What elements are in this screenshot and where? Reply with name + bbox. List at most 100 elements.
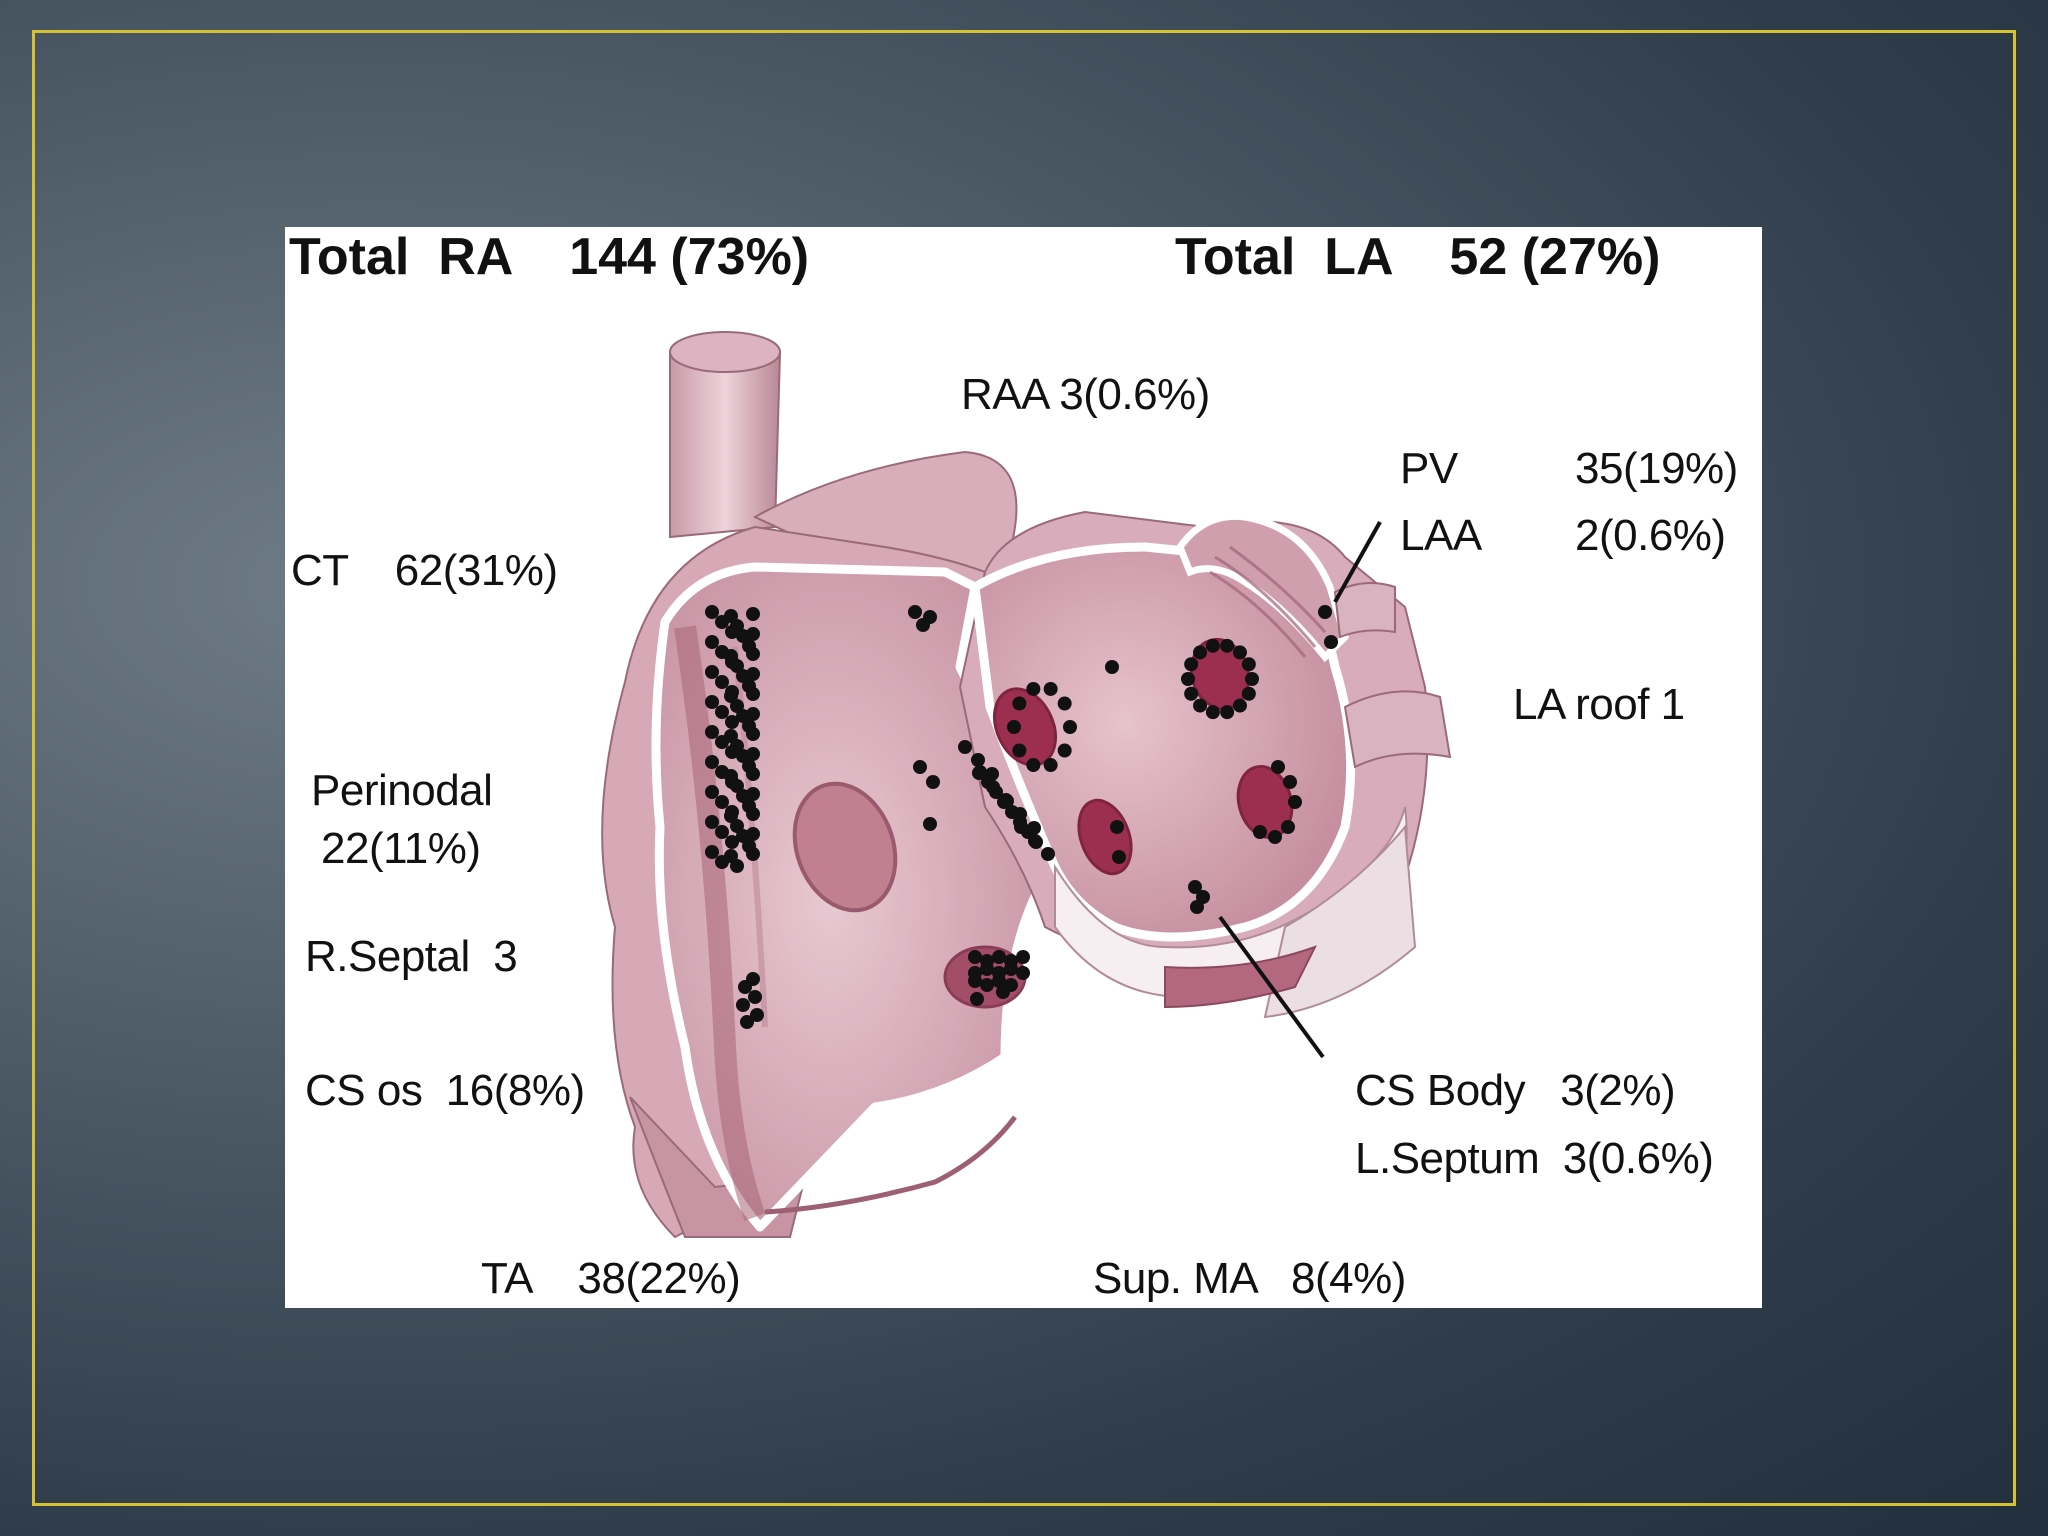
focus-dot: [1268, 830, 1282, 844]
focus-dot: [1188, 880, 1202, 894]
heart-diagram-figure: Total RA 144 (73%) Total LA 52 (27%) RAA…: [285, 227, 1762, 1308]
focus-dot: [725, 745, 739, 759]
focus-dot: [748, 990, 762, 1004]
perinodal-value: 22(11%): [321, 824, 481, 873]
pv-value: 35(19%): [1575, 444, 1738, 493]
focus-dot: [989, 785, 1003, 799]
focus-dot: [1184, 686, 1199, 701]
focus-dot: [923, 817, 937, 831]
laa-pointer: [1333, 521, 1382, 603]
coronary-sinus-body: [1164, 945, 1318, 1009]
focus-dot: [746, 707, 760, 721]
focus-dot: [705, 605, 719, 619]
svc-opening: [669, 331, 781, 373]
la-roof-label: LA roof 1: [1513, 680, 1685, 729]
sup-ma-label: Sup. MA 8(4%): [1093, 1254, 1406, 1303]
focus-dot: [1232, 698, 1247, 713]
l-septum-label: L.Septum 3(0.6%): [1355, 1134, 1714, 1183]
focus-dot: [1181, 672, 1195, 686]
focus-dot: [1241, 657, 1256, 672]
focus-dot: [746, 827, 760, 841]
focus-dot: [750, 1008, 764, 1022]
focus-dot: [1013, 815, 1027, 829]
focus-dot: [992, 974, 1006, 988]
focus-dot: [1004, 962, 1018, 976]
focus-dot: [1110, 820, 1124, 834]
focus-dot: [746, 787, 760, 801]
focus-dot: [705, 695, 719, 709]
focus-dot: [746, 687, 760, 701]
focus-dot: [746, 647, 760, 661]
focus-dot: [1184, 657, 1199, 672]
focus-dot: [1220, 705, 1235, 720]
focus-dot: [1007, 720, 1021, 734]
laa-label: LAA: [1400, 511, 1482, 560]
focus-dot: [971, 753, 985, 767]
focus-dot: [715, 795, 729, 809]
focus-dot: [1112, 850, 1126, 864]
ct-label: CT 62(31%): [291, 546, 558, 595]
focus-dot: [1324, 635, 1338, 649]
focus-dot: [1026, 758, 1041, 773]
r-septal-label: R.Septal 3: [305, 932, 518, 981]
focus-dot: [746, 727, 760, 741]
raa-label: RAA 3(0.6%): [961, 370, 1210, 419]
focus-dot: [1012, 696, 1027, 711]
focus-dot: [996, 985, 1010, 999]
focus-dot: [746, 767, 760, 781]
focus-dot: [725, 715, 739, 729]
focus-dot: [1241, 686, 1256, 701]
focus-dot: [1193, 698, 1208, 713]
focus-dot: [981, 775, 995, 789]
focus-dot: [1043, 681, 1058, 696]
crista-terminalis: [674, 625, 766, 1221]
heart-illustration: [601, 331, 1452, 1239]
focus-dot: [746, 607, 760, 621]
focus-dot: [1057, 696, 1072, 711]
focus-dot: [1253, 825, 1267, 839]
focus-dot: [1057, 743, 1072, 758]
focus-dot: [705, 755, 719, 769]
focus-dot: [715, 705, 729, 719]
focus-dot: [973, 765, 987, 779]
focus-dot: [926, 775, 940, 789]
focus-dot: [1063, 720, 1077, 734]
focus-dot: [705, 785, 719, 799]
focus-dot: [746, 972, 760, 986]
focus-dot: [705, 665, 719, 679]
focus-dot: [1029, 835, 1043, 849]
focus-dot: [992, 950, 1006, 964]
focus-dot: [1245, 672, 1259, 686]
fossa-ovalis: [792, 781, 898, 913]
focus-dot: [1012, 743, 1027, 758]
focus-dot: [1283, 775, 1297, 789]
focus-dot: [746, 627, 760, 641]
ta-label: TA 38(22%): [481, 1254, 741, 1303]
focus-dot: [1220, 638, 1235, 653]
focus-dot: [1105, 660, 1119, 674]
slide-frame: [32, 30, 2016, 1506]
cs-body-label: CS Body 3(2%): [1355, 1066, 1676, 1115]
focus-dot: [1281, 820, 1295, 834]
focus-dot: [746, 747, 760, 761]
pv-ostium-rsupv: [993, 687, 1057, 767]
focus-dot: [746, 667, 760, 681]
focus-dot: [746, 847, 760, 861]
ectopic-foci-markers: [705, 605, 1338, 1029]
pv-label: PV: [1400, 444, 1458, 493]
focus-dot: [705, 635, 719, 649]
left-pulmonary-vein-lower: [1343, 690, 1452, 769]
focus-dot: [736, 998, 750, 1012]
focus-dot: [980, 978, 994, 992]
focus-dot: [1041, 847, 1055, 861]
focus-dot: [1016, 966, 1030, 980]
focus-dot: [1005, 805, 1019, 819]
focus-dot: [913, 760, 927, 774]
cs-body-pointer: [1218, 915, 1325, 1059]
focus-dot: [746, 807, 760, 821]
focus-dot: [968, 974, 982, 988]
cs-os-label: CS os 16(8%): [305, 1066, 585, 1115]
focus-dot: [725, 625, 739, 639]
focus-dot: [980, 962, 994, 976]
total-ra-label: Total RA 144 (73%): [289, 228, 810, 286]
